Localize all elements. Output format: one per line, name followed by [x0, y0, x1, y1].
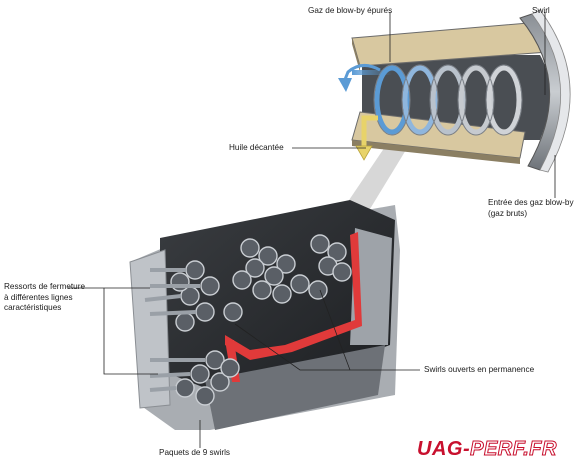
label-decanted-oil: Huile décantée [229, 143, 284, 152]
label-swirl: Swirl [532, 6, 550, 15]
swirl-tube-detail [338, 9, 571, 173]
gas-arrow-head [338, 78, 352, 92]
oil-arrow [361, 115, 378, 150]
leader-lines [68, 12, 556, 448]
swirl-cylinders [144, 234, 352, 406]
label-open-swirls: Swirls ouverts en permanence [424, 365, 535, 374]
site-logo: UAG-PERF.FR [417, 438, 557, 461]
label-blowby-cleaned: Gaz de blow-by épurés [308, 6, 393, 15]
label-swirl-packs: Paquets de 9 swirls [159, 448, 230, 457]
label-raw-gas-inlet: Entrée des gaz blow-by (gaz bruts) [488, 198, 574, 218]
separator-module [129, 200, 400, 430]
label-springs: Ressorts de fermeture à différentes lign… [4, 282, 85, 312]
